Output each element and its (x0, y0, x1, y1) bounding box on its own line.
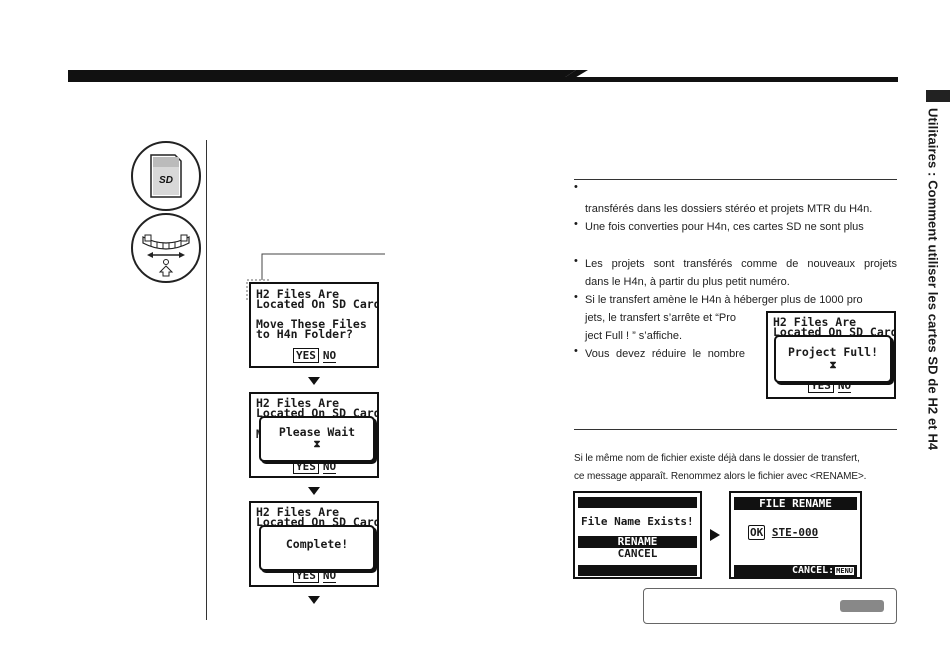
no-button[interactable]: NO (322, 569, 337, 583)
dialog-text: Project Full! (787, 345, 878, 359)
dialog-text: Complete! (285, 537, 349, 551)
lcd-screen-please-wait: H2 Files Are Located On SD Card. M YESNO… (249, 392, 379, 478)
bullet-text: ject Full ! ” s’affiche. (585, 330, 682, 342)
bullet-text: Si le transfert amène le H4n à héberger … (585, 294, 863, 306)
rename-description: Si le même nom de fichier existe déjà da… (574, 453, 860, 464)
bullet-text: dans le H4n, à partir du plus petit numé… (585, 276, 790, 288)
lcd-line: Move These Files (256, 317, 367, 331)
sd-card-icon: SD (131, 141, 201, 211)
lcd-bottom-bar (578, 565, 697, 576)
lcd-screen-move-files: H2 Files Are Located On SD Card. Move Th… (249, 282, 379, 368)
bullet-icon: • (574, 255, 578, 267)
lcd-screen-file-rename: FILE RENAME OK STE-000 CANCEL:MENU (729, 491, 862, 579)
bullet-text: jets, le transfert s’arrête et “Pro (585, 312, 736, 324)
down-arrow-icon (308, 487, 320, 495)
section-rule (574, 429, 897, 430)
side-tab-marker (926, 90, 950, 102)
sd-logo: SD (159, 175, 173, 186)
lcd-title-bar (578, 497, 697, 508)
side-section-title: Utilitaires : Comment utiliser les carte… (918, 108, 948, 638)
down-arrow-icon (308, 377, 320, 385)
column-divider (206, 140, 207, 620)
hourglass-icon: ⧗ (829, 360, 837, 371)
bullet-text: Une fois converties pour H4n, ces cartes… (585, 221, 864, 233)
side-title-text: Utilitaires : Comment utiliser les carte… (925, 108, 941, 451)
bullet-icon: • (574, 181, 578, 193)
dial-icon (131, 213, 201, 283)
bullet-text: Les projets sont transférés comme de nou… (585, 258, 897, 270)
down-arrow-icon (308, 596, 320, 604)
bullet-text: transférés dans les dossiers stéréo et p… (585, 203, 873, 215)
no-button[interactable]: NO (322, 460, 337, 474)
bullet-icon: • (574, 345, 578, 357)
lcd-line: Located On SD Card. (256, 297, 379, 311)
ok-button[interactable]: OK (748, 525, 766, 540)
complete-dialog: Complete! (259, 525, 375, 571)
right-arrow-icon (710, 529, 720, 541)
yes-button[interactable]: YES (293, 348, 319, 363)
file-exists-message: File Name Exists! (581, 515, 694, 528)
cancel-option[interactable]: CANCEL (617, 547, 658, 560)
file-name-field[interactable]: STE-000 (771, 526, 819, 539)
header-bar (68, 70, 898, 82)
note-badge (840, 600, 884, 612)
please-wait-dialog: Please Wait ⧗ (259, 416, 375, 462)
cancel-hint: CANCEL: (791, 565, 835, 576)
project-full-dialog: Project Full! ⧗ (774, 335, 892, 383)
bullet-text: Vous devez réduire le nombre (585, 348, 745, 360)
hourglass-icon: ⧗ (313, 439, 321, 450)
lcd-line: H2 Files Are (256, 287, 340, 301)
lcd-bottom-bar: CANCEL:MENU (734, 565, 857, 577)
lcd-line: H2 Files Are (256, 505, 340, 519)
menu-key-icon: MENU (835, 567, 854, 575)
file-rename-title: FILE RENAME (734, 497, 857, 510)
rename-option[interactable]: RENAME (578, 536, 697, 548)
lcd-line: H2 Files Are (256, 396, 340, 410)
rename-description: ce message apparaît. Renommez alors le f… (574, 471, 867, 482)
lcd-line: to H4n Folder? (256, 327, 353, 341)
dialog-text: Please Wait (278, 425, 356, 439)
section-rule (574, 179, 897, 180)
yes-button[interactable]: YES (293, 459, 319, 474)
no-button[interactable]: NO (322, 349, 337, 363)
bullet-icon: • (574, 218, 578, 230)
yes-button[interactable]: YES (293, 568, 319, 583)
note-box (643, 588, 897, 624)
lcd-line: H2 Files Are (773, 315, 857, 329)
bullet-icon: • (574, 291, 578, 303)
lcd-screen-file-exists: File Name Exists! RENAME CANCEL (573, 491, 702, 579)
